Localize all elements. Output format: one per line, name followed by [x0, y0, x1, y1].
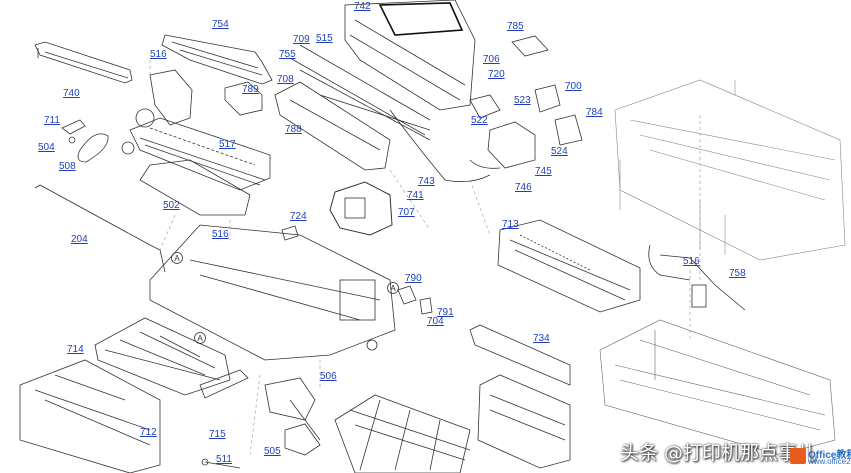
part-711-spring — [61, 119, 86, 144]
callout-741[interactable]: 741 — [407, 190, 424, 201]
callout-784[interactable]: 784 — [586, 107, 603, 118]
callout-511[interactable]: 511 — [216, 454, 232, 465]
callout-706[interactable]: 706 — [483, 54, 500, 65]
part-204-rod — [34, 184, 166, 273]
part-785-cover — [511, 35, 549, 57]
callout-743[interactable]: 743 — [418, 176, 435, 187]
watermark-text: 头条 @打印机那点事儿 — [620, 442, 817, 464]
callout-204[interactable]: 204 — [71, 234, 88, 245]
callout-517[interactable]: 517 — [219, 139, 236, 150]
callout-790[interactable]: 790 — [405, 273, 422, 284]
part-758-cable — [648, 244, 746, 311]
callout-758[interactable]: 758 — [729, 268, 746, 279]
callout-789[interactable]: 789 — [242, 84, 259, 95]
callout-704[interactable]: 704 — [427, 316, 444, 327]
callout-785[interactable]: 785 — [507, 21, 524, 32]
marker-a-1: A — [171, 252, 183, 264]
part-main-base — [149, 224, 396, 361]
part-522-assembly — [469, 84, 583, 169]
callout-700[interactable]: 700 — [565, 81, 582, 92]
part-714-tray — [94, 317, 231, 396]
callout-524[interactable]: 524 — [551, 146, 568, 157]
part-708-shaft — [289, 44, 431, 141]
part-724-clip — [281, 225, 299, 241]
part-789-bracket — [224, 81, 263, 116]
callout-734[interactable]: 734 — [533, 333, 550, 344]
callout-755[interactable]: 755 — [279, 49, 296, 60]
part-740-guide-rail — [34, 41, 133, 84]
part-742-carriage-frame — [344, 0, 476, 111]
part-511-roller — [201, 458, 241, 469]
part-508-belt — [77, 133, 109, 163]
part-713-housing — [497, 219, 641, 313]
callout-711[interactable]: 711 — [44, 115, 60, 126]
part-517-paper-feed — [121, 69, 271, 191]
callout-515[interactable]: 515 — [316, 33, 333, 44]
callout-742[interactable]: 742 — [354, 1, 371, 12]
svg-text:A: A — [174, 254, 180, 263]
callout-746[interactable]: 746 — [515, 182, 532, 193]
part-printer-mechanism-bottom — [599, 319, 836, 456]
svg-text:A: A — [390, 284, 396, 293]
marker-a-3: A — [387, 282, 399, 294]
callout-522[interactable]: 522 — [471, 115, 488, 126]
callout-516-a[interactable]: 516 — [150, 49, 167, 60]
callout-516-b[interactable]: 516 — [212, 229, 229, 240]
part-788-plate — [274, 81, 391, 171]
part-506-lift — [264, 377, 321, 456]
callout-502[interactable]: 502 — [163, 200, 180, 211]
callout-791[interactable]: 791 — [437, 307, 454, 318]
part-712-tray — [19, 359, 161, 473]
callout-754[interactable]: 754 — [212, 19, 229, 30]
callout-715[interactable]: 715 — [209, 429, 226, 440]
callout-707[interactable]: 707 — [398, 207, 415, 218]
callout-508[interactable]: 508 — [59, 161, 76, 172]
part-502-plate — [139, 159, 251, 216]
callout-516-c[interactable]: 516 — [683, 256, 700, 267]
part-715-strip — [199, 369, 249, 399]
part-790-gear — [397, 285, 433, 315]
callout-720[interactable]: 720 — [488, 69, 505, 80]
part-bottom-grid-frame — [334, 394, 471, 473]
office26-logo: Office教程网 www.office26.com — [790, 446, 851, 468]
callout-505[interactable]: 505 — [264, 446, 281, 457]
part-734-cover — [469, 324, 571, 469]
logo-url: www.office26.com — [808, 457, 851, 466]
part-743-cable — [389, 109, 501, 183]
callout-523[interactable]: 523 — [514, 95, 531, 106]
svg-text:A: A — [197, 334, 203, 343]
callout-714[interactable]: 714 — [67, 344, 84, 355]
logo-name: Office教程网 — [808, 450, 851, 461]
callout-712[interactable]: 712 — [140, 427, 157, 438]
part-707-carriage — [329, 181, 393, 236]
callout-724[interactable]: 724 — [290, 211, 307, 222]
callout-708[interactable]: 708 — [277, 74, 294, 85]
callout-788[interactable]: 788 — [285, 124, 302, 135]
callout-504[interactable]: 504 — [38, 142, 55, 153]
callout-506[interactable]: 506 — [320, 371, 337, 382]
callout-709[interactable]: 709 — [293, 34, 310, 45]
office-logo-icon — [790, 448, 806, 464]
callout-745[interactable]: 745 — [535, 166, 552, 177]
marker-a-2: A — [194, 332, 206, 344]
part-printer-frame-right — [614, 79, 846, 261]
callout-713[interactable]: 713 — [502, 219, 519, 230]
leader-lines — [149, 60, 701, 456]
part-754-frame-rail — [161, 34, 273, 85]
callout-740[interactable]: 740 — [63, 88, 80, 99]
